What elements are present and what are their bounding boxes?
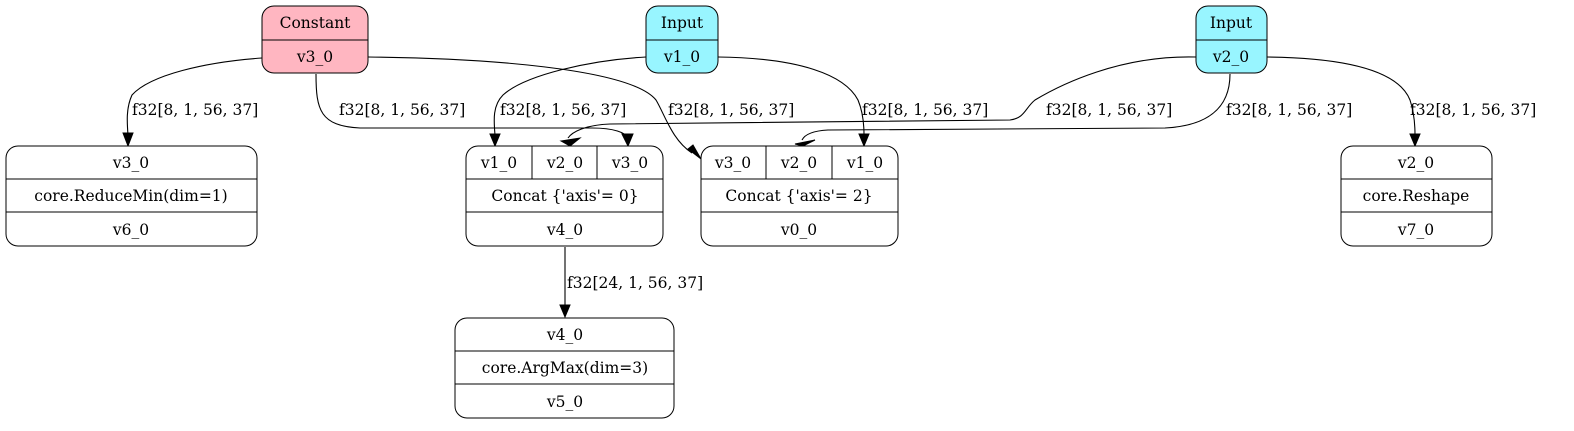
arrowhead-concat0-v3 [622,134,633,146]
edge-const-to-reducemin [127,58,262,135]
node-input-port: v3_0 [112,154,149,172]
node-output: v7_0 [1397,221,1434,239]
arrowhead-concat2-v2 [795,140,815,146]
node-input-port: v3_0 [611,154,648,172]
node-input-port: v2_0 [546,154,583,172]
node-input-port: v2_0 [1397,154,1434,172]
edge-label: f32[8, 1, 56, 37] [500,101,626,119]
node-title: Constant [280,14,352,32]
arrowhead-reducemin [123,133,133,146]
edge-input1-to-concat0 [494,57,646,135]
node-input-port: v4_0 [546,326,583,344]
reducemin-node[interactable]: v3_0 core.ReduceMin(dim=1) v6_0 [6,146,257,246]
node-output: v3_0 [296,48,333,66]
node-output: v6_0 [112,221,149,239]
edge-label: f32[8, 1, 56, 37] [862,101,988,119]
edge-label: f32[8, 1, 56, 37] [339,101,465,119]
edge-input2-to-reshape [1267,57,1415,135]
input-node-v1[interactable]: Input v1_0 [646,6,718,73]
node-output: v2_0 [1212,48,1249,66]
node-op: Concat {'axis'= 0} [491,187,638,205]
edge-label: f32[8, 1, 56, 37] [668,101,794,119]
arrowhead-concat0-v1 [490,134,500,146]
edge-label: f32[24, 1, 56, 37] [567,274,703,292]
edge-label: f32[8, 1, 56, 37] [1226,101,1352,119]
constant-node-v3[interactable]: Constant v3_0 [262,6,368,73]
node-output: v5_0 [546,393,583,411]
edge-label: f32[8, 1, 56, 37] [1046,101,1172,119]
arrowhead-argmax [560,305,570,317]
edge-label: f32[8, 1, 56, 37] [1410,101,1536,119]
arrowhead-concat0-v2 [561,138,580,146]
node-output: v1_0 [663,48,700,66]
node-op: core.ArgMax(dim=3) [482,359,648,377]
node-input-port: v2_0 [780,154,817,172]
edge-input1-to-concat2 [718,57,864,135]
node-op: core.Reshape [1363,187,1470,205]
node-title: Input [661,14,704,32]
node-op: core.ReduceMin(dim=1) [34,187,227,205]
reshape-node[interactable]: v2_0 core.Reshape v7_0 [1341,146,1492,246]
node-input-port: v3_0 [714,154,751,172]
node-output: v0_0 [780,221,817,239]
argmax-node[interactable]: v4_0 core.ArgMax(dim=3) v5_0 [455,318,674,418]
node-input-port: v1_0 [846,154,883,172]
node-output: v4_0 [546,221,583,239]
input-node-v2[interactable]: Input v2_0 [1196,6,1267,73]
concat-axis2-node[interactable]: v3_0 v2_0 v1_0 Concat {'axis'= 2} v0_0 [701,146,898,246]
edge-label: f32[8, 1, 56, 37] [132,101,258,119]
concat-axis0-node[interactable]: v1_0 v2_0 v3_0 Concat {'axis'= 0} v4_0 [466,146,663,246]
arrowhead-concat2-v1 [859,134,869,146]
node-op: Concat {'axis'= 2} [725,187,872,205]
node-input-port: v1_0 [480,154,517,172]
arrowhead-reshape [1410,134,1420,146]
node-title: Input [1210,14,1253,32]
